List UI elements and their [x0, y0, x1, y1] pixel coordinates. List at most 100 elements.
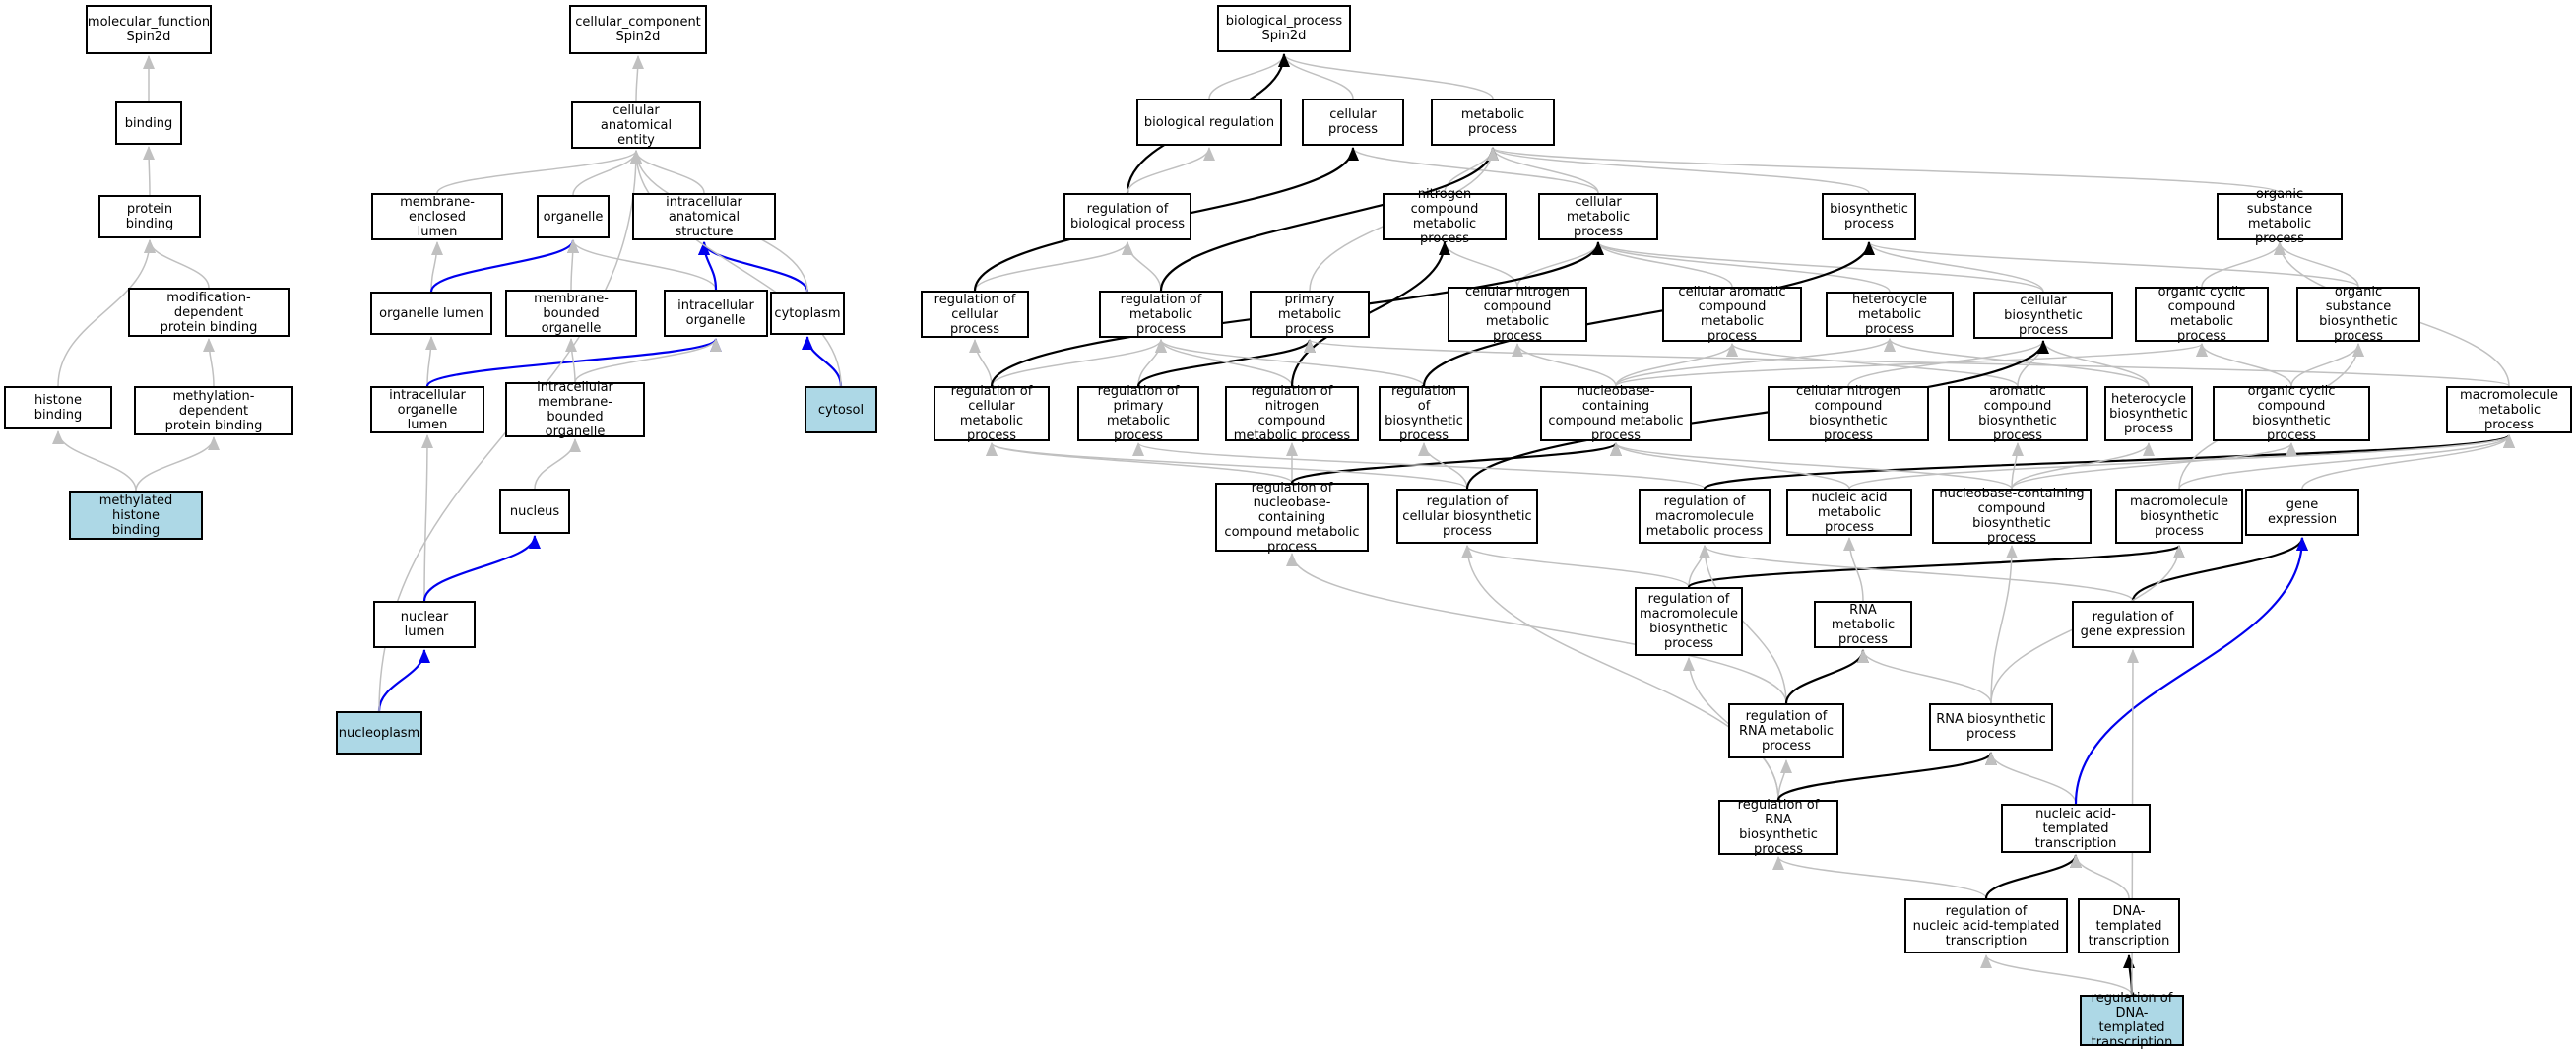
go-term-node-reg-dna-templated-transcr[interactable]: regulation of DNA-templated transcriptio…	[2080, 991, 2184, 1050]
go-term-node-nucleoplasm[interactable]: nucleoplasm	[336, 711, 422, 755]
go-term-node-reg-gene-expr[interactable]: regulation of gene expression	[2072, 601, 2194, 648]
go-term-node-reg-cellular-process[interactable]: regulation of cellular process	[921, 291, 1029, 338]
go-term-node-bio-regulation[interactable]: biological regulation	[1136, 99, 1282, 146]
edge-nuclear-lumen-to-nucleus	[422, 535, 541, 602]
go-term-node-cell-biosynthetic[interactable]: cellular biosynthetic process	[1973, 292, 2113, 339]
edge-reg-gene-expr-to-gene-expression	[2131, 537, 2308, 602]
edge-meth-histone-binding-to-histone-binding	[52, 430, 137, 492]
edge-macromolecule-bios-to-macromolecule-met	[2178, 434, 2515, 490]
go-term-node-intracell-mb-organelle[interactable]: intracellular membrane-bounded organelle	[505, 380, 645, 439]
edge-dna-templated-transcr-to-na-templated-transcr	[2070, 854, 2130, 899]
go-term-node-dna-templated-transcr[interactable]: DNA-templated transcription	[2078, 898, 2180, 953]
go-term-node-protein-binding[interactable]: protein binding	[98, 195, 201, 238]
go-term-node-meth-histone-binding[interactable]: methylated histone binding	[69, 491, 203, 540]
go-term-node-cellular-process[interactable]: cellular process	[1302, 99, 1404, 146]
go-term-node-reg-rna-met[interactable]: regulation of RNA metabolic process	[1728, 703, 1844, 758]
go-term-node-heterocycle-met[interactable]: heterocycle metabolic process	[1826, 292, 1954, 337]
go-term-node-intracell-anat-struct[interactable]: intracellular anatomical structure	[632, 193, 776, 240]
edge-nuclear-lumen-to-intracell-organelle-lumen	[420, 434, 433, 602]
go-term-node-bp-root[interactable]: biological_process Spin2d	[1217, 5, 1351, 52]
go-term-node-membrane-enclosed-lumen[interactable]: membrane-enclosed lumen	[371, 193, 503, 240]
go-term-node-reg-rna-bios[interactable]: regulation of RNA biosynthetic process	[1718, 798, 1838, 857]
go-term-node-cell-aromatic-met[interactable]: cellular aromatic compound metabolic pro…	[1662, 285, 1802, 344]
edge-reg-met-process-to-reg-bio-process	[1122, 241, 1162, 292]
go-term-node-nucleic-acid-met[interactable]: nucleic acid metabolic process	[1786, 489, 1912, 536]
go-term-node-nitrogen-cmp-met[interactable]: nitrogen compound metabolic process	[1383, 187, 1507, 246]
edge-cell-biosynthetic-to-biosynthetic-process	[1863, 241, 2044, 293]
go-term-node-reg-primary-met[interactable]: regulation of primary metabolic process	[1077, 384, 1199, 443]
edge-reg-macro-met-to-reg-primary-met	[1132, 442, 1706, 490]
edge-reg-nitrogen-met-to-reg-met-process	[1155, 339, 1293, 387]
go-term-node-intracell-organelle-lumen[interactable]: intracellular organelle lumen	[370, 386, 484, 433]
go-term-node-reg-biosynthetic[interactable]: regulation of biosynthetic process	[1379, 384, 1469, 443]
edge-cell-anat-entity-to-cc-root	[631, 55, 644, 102]
edge-rna-bios-to-rna-met	[1857, 649, 1992, 704]
go-term-node-cytosol[interactable]: cytosol	[805, 386, 877, 433]
edge-meth-dep-binding-to-mod-dep-binding	[203, 338, 216, 387]
go-term-node-gene-expression[interactable]: gene expression	[2245, 489, 2359, 536]
edge-nucleobase-bios-to-aromatic-bios	[2011, 442, 2024, 490]
go-term-node-reg-nitrogen-met[interactable]: regulation of nitrogen compound metaboli…	[1225, 384, 1359, 443]
edge-nucleobase-met-to-cell-nitrogen-cmp-met	[1512, 343, 1617, 387]
go-term-node-cell-nitrogen-bios[interactable]: cellular nitrogen compound biosynthetic …	[1768, 384, 1929, 443]
go-term-node-organic-subst-met[interactable]: organic substance metabolic process	[2217, 187, 2343, 246]
go-term-node-organic-cyclic-bios[interactable]: organic cyclic compound biosynthetic pro…	[2213, 384, 2370, 443]
go-term-node-metabolic-process[interactable]: metabolic process	[1431, 99, 1555, 146]
go-term-node-membrane-bounded-organelle[interactable]: membrane-bounded organelle	[505, 290, 637, 337]
go-term-node-intracellular-organelle[interactable]: intracellular organelle	[664, 290, 768, 337]
edge-cytosol-to-cytoplasm	[802, 336, 843, 387]
go-term-node-binding[interactable]: binding	[115, 101, 182, 145]
edge-reg-nucleobase-met-to-nucleobase-met	[1290, 441, 1622, 485]
edge-cell-aromatic-met-to-cellular-met	[1592, 241, 1733, 288]
edge-reg-rna-met-to-reg-macro-met	[1699, 545, 1787, 704]
edge-reg-met-process-to-metabolic-process	[1159, 147, 1499, 292]
edge-reg-cell-bios-to-reg-biosynthetic	[1418, 442, 1468, 490]
go-term-node-nucleobase-bios[interactable]: nucleobase-containing compound biosynthe…	[1932, 487, 2092, 546]
go-term-node-histone-binding[interactable]: histone binding	[4, 386, 112, 429]
go-term-node-reg-cell-bios[interactable]: regulation of cellular biosynthetic proc…	[1396, 489, 1538, 544]
edge-nucleobase-met-to-organic-cyclic-met	[1615, 343, 2208, 387]
edge-protein-binding-to-binding	[143, 146, 156, 196]
go-term-node-cell-anat-entity[interactable]: cellular anatomical entity	[571, 101, 701, 149]
go-term-node-nucleobase-met[interactable]: nucleobase-containing compound metabolic…	[1540, 384, 1692, 443]
edge-heterocycle-met-to-cellular-met	[1592, 241, 1891, 293]
go-term-node-biosynthetic-process[interactable]: biosynthetic process	[1822, 193, 1916, 240]
go-term-node-reg-macro-bios[interactable]: regulation of macromolecule biosynthetic…	[1635, 587, 1743, 656]
go-term-node-rna-met[interactable]: RNA metabolic process	[1814, 601, 1912, 648]
go-term-node-reg-nucleobase-met[interactable]: regulation of nucleobase-containing comp…	[1215, 481, 1369, 555]
edge-intracell-organelle-lumen-to-organelle-lumen	[424, 336, 437, 387]
edge-reg-macro-met-to-macromolecule-met	[1703, 433, 2515, 491]
go-term-node-organic-cyclic-met[interactable]: organic cyclic compound metabolic proces…	[2135, 285, 2269, 344]
edge-organic-cyclic-bios-to-organic-cyclic-met	[2196, 343, 2292, 387]
go-term-node-na-templated-transcr[interactable]: nucleic acid-templated transcription	[2001, 804, 2151, 853]
go-term-node-cell-nitrogen-cmp-met[interactable]: cellular nitrogen compound metabolic pro…	[1448, 285, 1587, 344]
go-term-node-reg-na-templated-transcr[interactable]: regulation of nucleic acid-templated tra…	[1904, 898, 2068, 953]
edge-reg-biosynthetic-to-reg-met-process	[1155, 339, 1425, 387]
go-term-node-macromolecule-met[interactable]: macromolecule metabolic process	[2446, 386, 2572, 433]
go-term-node-organelle-lumen[interactable]: organelle lumen	[370, 292, 492, 335]
go-term-node-mf-root[interactable]: molecular_function Spin2d	[86, 5, 212, 54]
edge-intracell-mb-organelle-to-intracellular-organelle	[574, 338, 722, 383]
go-term-node-meth-dep-binding[interactable]: methylation-dependent protein binding	[134, 386, 293, 435]
go-term-node-reg-cell-met[interactable]: regulation of cellular metabolic process	[934, 384, 1050, 443]
go-term-node-organelle[interactable]: organelle	[537, 195, 610, 238]
edge-na-templated-transcr-to-gene-expression	[2074, 537, 2308, 805]
go-term-node-rna-bios[interactable]: RNA biosynthetic process	[1929, 703, 2053, 751]
go-term-node-organic-subst-bios[interactable]: organic substance biosynthetic process	[2296, 285, 2420, 344]
edge-reg-na-templated-transcr-to-reg-rna-bios	[1772, 856, 1987, 899]
go-term-node-cc-root[interactable]: cellular_component Spin2d	[569, 5, 707, 54]
go-term-node-reg-macro-met[interactable]: regulation of macromolecule metabolic pr…	[1639, 489, 1771, 544]
go-term-node-nuclear-lumen[interactable]: nuclear lumen	[373, 601, 476, 648]
go-term-node-macromolecule-bios[interactable]: macromolecule biosynthetic process	[2115, 489, 2243, 544]
go-term-node-cytoplasm[interactable]: cytoplasm	[770, 292, 845, 335]
go-term-node-primary-met[interactable]: primary metabolic process	[1250, 291, 1370, 338]
go-term-node-nucleus[interactable]: nucleus	[499, 489, 570, 534]
go-term-node-cellular-met[interactable]: cellular metabolic process	[1538, 193, 1658, 240]
edge-na-templated-transcr-to-rna-bios	[1985, 752, 2077, 805]
go-term-node-reg-met-process[interactable]: regulation of metabolic process	[1099, 291, 1223, 338]
edge-reg-bio-process-to-bio-regulation	[1127, 147, 1215, 194]
go-term-node-reg-bio-process[interactable]: regulation of biological process	[1063, 193, 1191, 240]
go-term-node-aromatic-bios[interactable]: aromatic compound biosynthetic process	[1948, 384, 2088, 443]
go-term-node-heterocycle-bios[interactable]: heterocycle biosynthetic process	[2104, 386, 2193, 441]
go-term-node-mod-dep-binding[interactable]: modification-dependent protein binding	[128, 288, 290, 337]
